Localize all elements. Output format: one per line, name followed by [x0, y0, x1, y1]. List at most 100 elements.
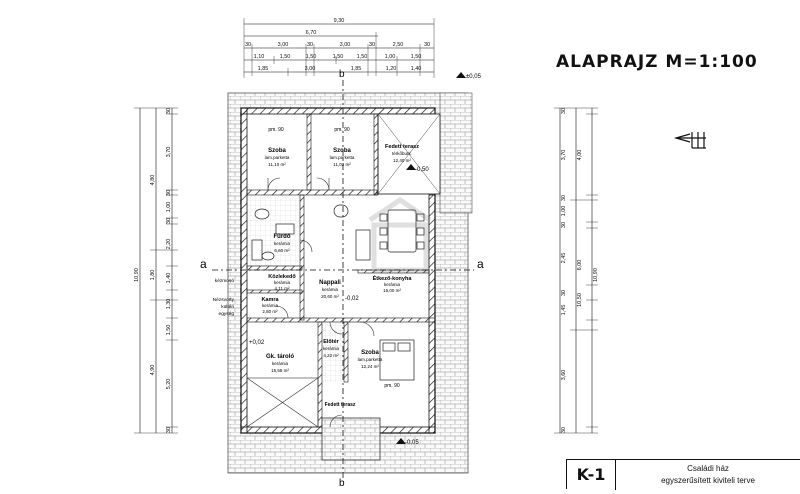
- dimension-label: 4,90: [150, 365, 156, 376]
- dimension-label: 1,10: [254, 54, 265, 60]
- side-notes: kézmosó Nézsvorty kültéri egység: [213, 278, 235, 317]
- room-floor: kerámia: [274, 241, 291, 246]
- room-area: 4,11 m²: [275, 286, 290, 291]
- room-terrace-bottom: Fedett terasz: [325, 402, 356, 408]
- dimension-label: 30: [166, 190, 172, 196]
- dimension-label: 30: [561, 108, 567, 114]
- room-name: Étkező-konyha: [373, 274, 413, 282]
- dimension-label: 4,80: [150, 175, 156, 186]
- dimension-label: 10,50: [577, 293, 583, 307]
- room-height: pm. 90: [334, 127, 350, 133]
- room-name: Fedett terasz: [325, 402, 356, 408]
- dimension-label: 1,50: [166, 325, 172, 336]
- room-name: Gk. tároló: [266, 354, 294, 360]
- room-area: 12,40 m²: [393, 158, 411, 163]
- room-bedroom-1: pm. 90 Szoba lam.parketta 11,10 m²: [265, 127, 290, 167]
- dimension-label: 3,00: [278, 42, 289, 48]
- title-block: K-1 Családi ház egyszerűsített kiviteli …: [566, 459, 800, 490]
- dimension-label: 30: [561, 290, 567, 296]
- dimension-label: 1,50: [411, 54, 422, 60]
- section-mark-b-top: b: [339, 69, 345, 80]
- room-floor: térkőburk.: [392, 151, 412, 156]
- left-dimensions: 10,90 4,80 1,80 4,90 30 3,70 30 1,00 30 …: [134, 107, 178, 434]
- room-name: Szoba: [268, 148, 286, 154]
- dimension-label: 1,50: [357, 54, 368, 60]
- dimension-label: 2,20: [166, 239, 172, 250]
- project-description: egyszerűsített kiviteli terve: [661, 476, 755, 485]
- side-note: kézmosó: [215, 278, 235, 284]
- level-bottom: -0,05: [405, 440, 419, 446]
- dimension-label: 30: [369, 42, 375, 48]
- room-height: pm. 90: [268, 127, 284, 133]
- door-swings: [267, 177, 375, 428]
- entry-tiles: [322, 322, 344, 382]
- entry-steps: [321, 417, 381, 461]
- dimension-label: 6,00: [577, 260, 583, 271]
- dimension-label: 1,80: [150, 270, 156, 281]
- room-kitchen: Étkező-konyha kerámia 15,00 m²: [373, 274, 413, 293]
- room-name: Fürdő: [274, 234, 291, 240]
- room-terrace: Fedett terasz térkőburk. 12,40 m²: [385, 144, 419, 163]
- room-entry: Előtér kerámia 4,22 m²: [323, 339, 340, 358]
- room-bedroom-3: Szoba lam.parketta 12,24 m² pm. 90: [358, 350, 400, 389]
- section-mark-a-right: a: [477, 257, 484, 271]
- dimension-label: 10,90: [593, 268, 599, 282]
- dimension-label: 1,45: [561, 305, 567, 316]
- room-floor: kerámia: [274, 280, 291, 285]
- dimension-label: 4,00: [577, 150, 583, 161]
- furniture: [251, 204, 425, 381]
- north-label: É: [712, 137, 717, 146]
- dimension-label: 30: [166, 218, 172, 224]
- garage-cross: [246, 377, 319, 428]
- room-name: Szoba: [361, 350, 379, 356]
- room-floor: kerámia: [262, 303, 279, 308]
- dimension-label: 1,50: [280, 54, 291, 60]
- section-mark-a-left: a: [200, 257, 207, 271]
- level-top: ±0,05: [466, 74, 482, 80]
- dimension-label: 1,40: [411, 66, 422, 72]
- dimension-label: 1,20: [386, 66, 397, 72]
- room-area: 12,24 m²: [361, 364, 379, 369]
- project-name: Családi ház: [687, 464, 729, 473]
- dimension-label: 30: [307, 42, 313, 48]
- dimension-label: 30: [166, 108, 172, 114]
- room-floor: kerámia: [384, 282, 401, 287]
- dimension-label: 1,00: [385, 54, 396, 60]
- level-terrace: -0,50: [415, 167, 429, 173]
- room-area: 15,00 m²: [383, 288, 401, 293]
- dimension-label: 1,00: [561, 206, 567, 217]
- room-name: Közlekedő: [268, 274, 296, 280]
- room-floor: lam.parketta: [265, 155, 290, 160]
- dimension-label: 3,00: [340, 42, 351, 48]
- dimension-label: 30: [166, 427, 172, 433]
- room-area: 4,22 m²: [323, 353, 339, 358]
- room-area: 20,60 m²: [321, 294, 339, 299]
- room-floor: lam.parketta: [330, 155, 355, 160]
- room-hallway: Közlekedő kerámia 4,11 m²: [268, 274, 296, 291]
- dimension-label: 1,30: [166, 299, 172, 310]
- dimension-label: 6,70: [306, 30, 317, 36]
- room-area: 2,80 m²: [262, 309, 278, 314]
- drawing-code: K-1: [567, 460, 616, 490]
- room-labels: pm. 90 Szoba lam.parketta 11,10 m² pm. 9…: [261, 127, 419, 408]
- room-bedroom-2: pm. 90 Szoba lam.parketta 11,02 m²: [330, 127, 355, 167]
- room-floor: kerámia: [323, 346, 340, 351]
- level-marks: ±0,05 -0,50 +0,02 -0,02 -0,05: [249, 72, 482, 446]
- room-bathroom: Fürdő kerámia 6,60 m²: [274, 234, 291, 253]
- dimension-label: 1,40: [166, 273, 172, 284]
- dimension-label: 9,30: [334, 18, 345, 24]
- room-area: 11,10 m²: [268, 162, 286, 167]
- level-garage: +0,02: [249, 340, 265, 346]
- plan-title: ALAPRAJZ M=1:100: [556, 52, 758, 72]
- room-height: pm. 90: [384, 383, 400, 389]
- room-floor: kerámia: [322, 287, 339, 292]
- room-name: Nappali: [319, 280, 341, 286]
- room-floor: kerámia: [272, 361, 289, 366]
- dimension-label: 1,50: [306, 54, 317, 60]
- dimension-label: 2,45: [561, 253, 567, 264]
- room-name: Előtér: [323, 339, 339, 345]
- room-name: Szoba: [333, 148, 351, 154]
- dimension-label: 10,90: [134, 268, 140, 282]
